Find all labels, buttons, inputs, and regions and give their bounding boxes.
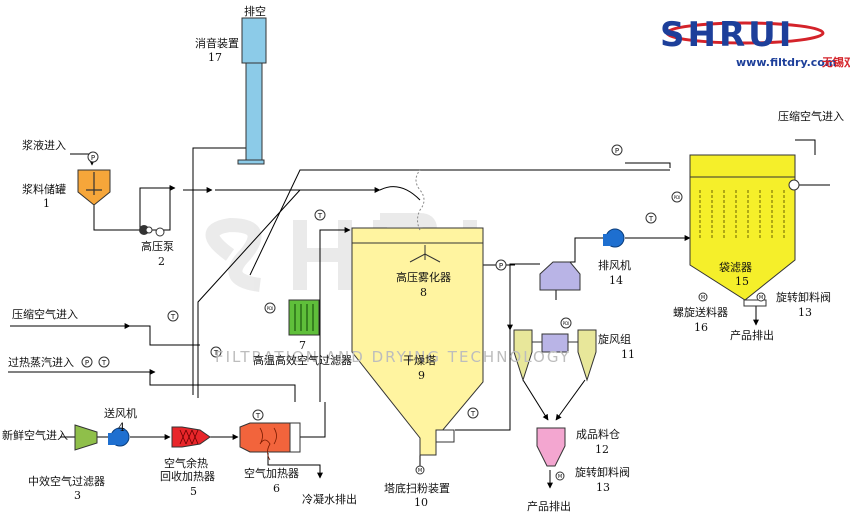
temp-sensor-steam-branch: T — [213, 349, 219, 357]
label-silencer-no: 17 — [208, 51, 222, 64]
label-slurry-tank-no: 1 — [43, 197, 50, 210]
silencer-upper-body — [241, 17, 267, 64]
watermark-text: FILTRATION AND DRYING TECHNOLOGY — [215, 348, 571, 366]
label-fresh-air: 新鲜空气进入 — [2, 429, 68, 442]
label-product-out-right: 产品排出 — [730, 329, 774, 342]
temp-sensor-exhaust: T — [648, 215, 654, 223]
instrument-symbols — [81, 144, 800, 481]
label-hp-pump: 高压泵 — [141, 240, 174, 253]
exhaust-fan-14 — [603, 228, 625, 248]
label-air-heater: 空气加热器 — [244, 467, 299, 480]
logo-company: 无锡双瑞 — [822, 56, 850, 69]
pressure-gauge-tower: P — [499, 262, 503, 270]
label-cyclone: 旋风组 — [598, 333, 631, 346]
instrument-letters: P T T T P T T T P T P M M M M PDI PDI PD… — [85, 147, 763, 480]
hepa-filter-7 — [288, 299, 320, 336]
label-heat-recovery-2: 回收加热器 — [160, 470, 215, 483]
label-tower-no: 9 — [418, 369, 425, 382]
shrui-logo: SHRUI — [660, 15, 825, 55]
temp-sensor-steam: T — [101, 359, 107, 367]
label-heat-recovery-1: 空气余热 — [164, 457, 208, 470]
label-bag-filter: 袋滤器 — [719, 261, 752, 274]
supply-fan-4 — [108, 427, 130, 447]
temp-sensor-recovery: T — [170, 313, 176, 321]
bag-filter-15 — [689, 154, 796, 307]
label-rotary-valve-bottom-no: 13 — [596, 481, 610, 494]
label-bag-filter-no: 15 — [735, 275, 749, 288]
label-rotary-valve-bottom: 旋转卸料阀 — [575, 466, 630, 479]
label-product-bin-no: 12 — [595, 443, 609, 456]
product-bin-12 — [536, 427, 566, 467]
label-cyclone-no: 11 — [621, 348, 635, 361]
drying-tower-9 — [351, 227, 484, 456]
label-rotary-valve-right: 旋转卸料阀 — [776, 291, 831, 304]
medium-filter-3 — [74, 424, 98, 451]
label-tower: 干燥塔 — [403, 354, 436, 367]
air-heater-6 — [239, 422, 301, 461]
label-compressed-air-left: 压缩空气进入 — [12, 308, 78, 321]
label-condensate: 冷凝水排出 — [302, 493, 357, 506]
label-medium-filter: 中效空气过滤器 — [28, 475, 105, 488]
label-rotary-valve-right-no: 13 — [798, 306, 812, 319]
cyclone-group-11 — [513, 329, 597, 382]
slurry-tank-1 — [77, 169, 111, 206]
dp-gauge-bag: PDI — [674, 195, 681, 200]
dp-gauge-cyclone: PDI — [563, 321, 570, 326]
label-atomizer-no: 8 — [420, 286, 427, 299]
heat-recovery-heater-5 — [171, 426, 211, 448]
cyclone-collector — [539, 261, 581, 291]
silencer-stack — [245, 62, 263, 164]
silencer-17 — [237, 17, 267, 165]
label-product-bin: 成品料仓 — [576, 428, 620, 441]
motor-valve-bin: M — [558, 474, 562, 480]
dp-gauge-hepa: PDI — [267, 306, 274, 311]
motor-valve-bag: M — [759, 295, 763, 301]
pressure-gauge-loop: P — [615, 147, 619, 155]
label-sweeper-no: 10 — [414, 496, 428, 509]
label-supply-fan: 送风机 — [104, 407, 137, 420]
pressure-gauge-steam: P — [85, 359, 89, 367]
motor-sweeper: M — [418, 468, 422, 474]
label-air-heater-no: 6 — [273, 482, 280, 495]
label-sweeper: 塔底扫粉装置 — [384, 482, 450, 495]
label-hp-pump-no: 2 — [158, 255, 165, 268]
label-silencer: 消音装置 — [195, 37, 239, 50]
label-product-out-bottom: 产品排出 — [527, 500, 571, 513]
label-medium-filter-no: 3 — [74, 489, 81, 502]
label-supply-fan-no: 4 — [118, 421, 125, 434]
temp-sensor-heater: T — [255, 412, 261, 420]
label-slurry-in: 浆液进入 — [22, 139, 66, 152]
temp-sensor-inlet: T — [317, 212, 323, 220]
label-hepa: 高温高效空气过滤器 — [253, 354, 352, 367]
atomizer-8 — [415, 169, 425, 231]
logo-brand-text: SHRUI — [660, 15, 794, 55]
label-exhaust: 排空 — [244, 5, 266, 18]
label-superheated-steam: 过热蒸汽进入 — [8, 356, 74, 369]
label-exhaust-fan-no: 14 — [609, 274, 623, 287]
label-hepa-no: 7 — [299, 339, 306, 352]
logo-website: www.filtdry.com — [736, 56, 837, 69]
label-atomizer: 高压雾化器 — [396, 271, 451, 284]
temp-sensor-tower: T — [470, 410, 476, 418]
high-pressure-pump-2 — [139, 225, 165, 237]
label-exhaust-fan: 排风机 — [598, 259, 631, 272]
motor-screw: M — [701, 295, 705, 301]
pressure-gauge-tank: P — [91, 154, 95, 162]
label-compressed-air-right: 压缩空气进入 — [778, 110, 844, 123]
label-slurry-tank: 浆料储罐 — [22, 183, 66, 196]
label-heat-recovery-no: 5 — [190, 485, 197, 498]
label-screw-conveyor-no: 16 — [694, 321, 708, 334]
label-screw-conveyor: 螺旋送料器 — [673, 306, 728, 319]
